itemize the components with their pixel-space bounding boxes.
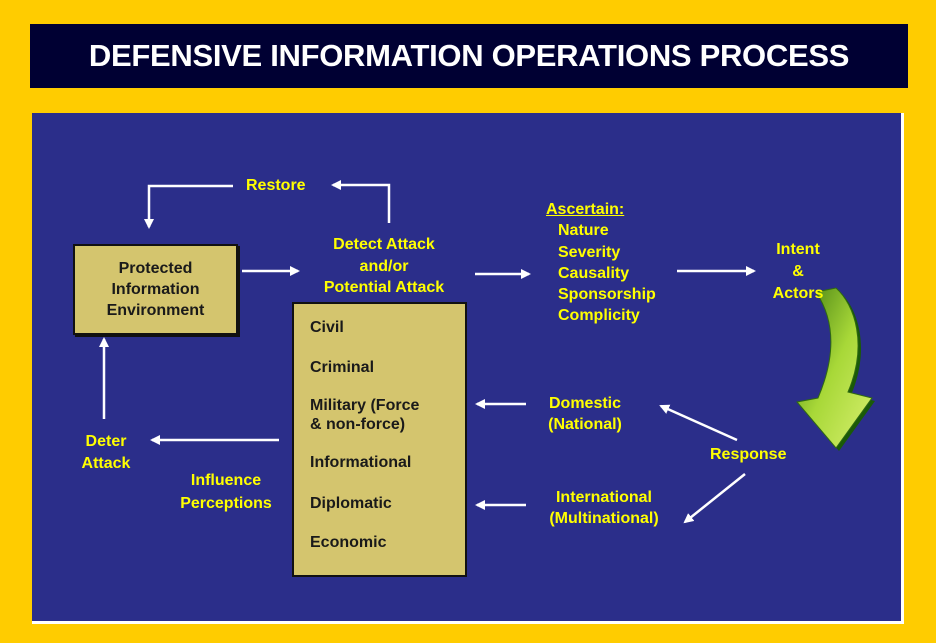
means-item: Informational	[310, 454, 412, 471]
domestic-line-1: Domestic	[548, 395, 622, 412]
restore-label: Restore	[246, 177, 306, 194]
influence-line-2: Perceptions	[180, 495, 272, 512]
influence-perceptions-label: Influence Perceptions	[162, 469, 290, 515]
means-item: Diplomatic	[310, 495, 392, 512]
influence-line-1: Influence	[190, 472, 262, 489]
intent-actors-label: Intent & Actors	[758, 239, 838, 305]
international-line-2: (Multinational)	[549, 510, 659, 527]
arrow-response-to-international	[683, 473, 746, 524]
detect-line-1: Detect Attack	[333, 236, 435, 253]
international-line-1: International	[555, 489, 652, 506]
arrow-restore-to-environment	[144, 184, 233, 229]
ascertain-item: Complicity	[558, 307, 640, 325]
deter-attack-label: Deter Attack	[70, 431, 142, 475]
arrow-detect-to-restore	[331, 180, 391, 223]
means-item: Civil	[310, 319, 344, 336]
response-label: Response	[710, 446, 787, 463]
env-line-3: Environment	[106, 302, 205, 319]
domestic-line-2: (National)	[548, 416, 622, 433]
ascertain-heading: Ascertain:	[546, 201, 625, 218]
means-item: Military (Force	[310, 397, 420, 414]
detect-line-2: and/or	[359, 257, 409, 275]
arrow-response-to-domestic	[659, 404, 738, 442]
ascertain-item: Sponsorship	[558, 286, 656, 304]
ascertain-item: Severity	[558, 243, 621, 261]
means-item: Criminal	[310, 359, 375, 376]
ascertain-block: Ascertain: Nature Severity Causality Spo…	[546, 199, 656, 327]
domestic-label: Domestic (National)	[530, 393, 640, 435]
env-line-2: Information	[111, 281, 200, 298]
means-item: & non-force)	[310, 416, 406, 433]
intent-line-2: &	[792, 263, 804, 280]
intent-line-1: Intent	[776, 241, 820, 258]
deter-line-2: Attack	[81, 455, 131, 472]
protected-environment-box: Protected Information Environment	[73, 244, 238, 335]
env-line-1: Protected	[118, 260, 193, 277]
deter-line-1: Deter	[85, 433, 127, 450]
instruments-of-power-box: Civil Criminal Military (Force & non-for…	[292, 302, 467, 577]
detect-line-3: Potential Attack	[323, 279, 445, 296]
means-item: Economic	[310, 534, 387, 551]
page-title: DEFENSIVE INFORMATION OPERATIONS PROCESS	[30, 24, 908, 88]
international-label: International (Multinational)	[528, 487, 680, 529]
curved-arrow-intent-to-response	[796, 287, 875, 451]
diagram-panel	[32, 113, 904, 624]
intent-line-3: Actors	[772, 285, 824, 302]
ascertain-item: Causality	[558, 264, 630, 282]
ascertain-item: Nature	[558, 222, 609, 240]
detect-attack-label: Detect Attack and/or Potential Attack	[296, 234, 472, 299]
